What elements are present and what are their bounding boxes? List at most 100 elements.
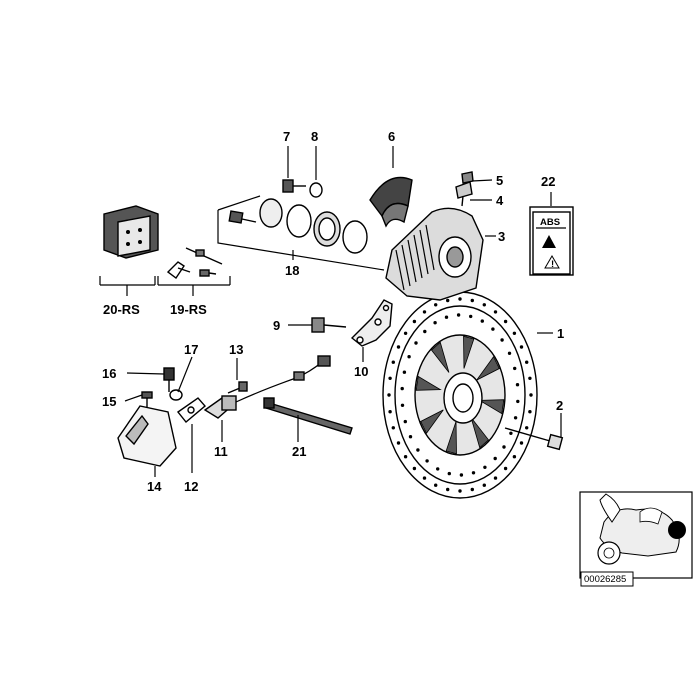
disc-hole <box>500 338 504 342</box>
disc-hole <box>493 476 498 480</box>
abs-sensor <box>203 355 331 419</box>
disc-hole <box>403 419 407 424</box>
label-14: 14 <box>147 479 162 494</box>
disc-hole <box>529 393 533 397</box>
cover-screw <box>141 391 153 408</box>
disc-hole <box>434 303 438 307</box>
label-5: 5 <box>496 173 503 188</box>
disc-hole <box>388 410 392 414</box>
disc-hole <box>387 393 391 397</box>
label-13: 13 <box>229 342 243 357</box>
wiring-connectors <box>166 247 223 280</box>
label-10: 10 <box>354 364 368 379</box>
caliper-fin <box>395 249 405 291</box>
disc-hole <box>528 376 532 380</box>
disc-spoke <box>445 421 457 455</box>
disc-hole <box>458 297 462 301</box>
disc-hole <box>483 465 487 469</box>
abs-sticker: ABS ! <box>529 206 574 276</box>
disc-hole <box>493 456 497 461</box>
disc-hole <box>482 483 486 487</box>
label-2: 2 <box>556 398 563 413</box>
disc-hole <box>403 331 408 335</box>
brake-disc <box>382 291 538 499</box>
caliper-pads <box>369 176 413 228</box>
caliper-fin <box>419 229 429 275</box>
pad-set <box>103 205 159 259</box>
disc-hole <box>416 448 420 452</box>
disc-hole <box>446 487 450 492</box>
disc-hole <box>459 473 464 477</box>
disc-hole <box>471 471 476 475</box>
caliper-fins <box>395 224 435 291</box>
disc-bolt <box>504 427 564 451</box>
disc-hole <box>396 441 401 445</box>
caliper-screw <box>282 179 306 193</box>
disc-hole <box>423 329 427 334</box>
label-18: 18 <box>285 263 299 278</box>
brake-caliper <box>385 207 484 301</box>
disc-hole <box>388 376 392 380</box>
disc-hole <box>400 386 404 391</box>
disc-hole <box>502 445 506 449</box>
label-1: 1 <box>557 326 564 341</box>
disc-hole <box>493 310 498 314</box>
label-12: 12 <box>184 479 198 494</box>
disc-hole <box>403 455 408 459</box>
disc-hole <box>470 487 474 492</box>
seal-kit <box>228 198 368 254</box>
caliper-fin <box>407 239 417 283</box>
washer <box>309 182 323 198</box>
disc-hole <box>482 303 486 307</box>
disc-hole <box>519 441 524 445</box>
disc-hole <box>414 341 418 345</box>
disc-hole <box>436 467 440 471</box>
disc-hole <box>400 403 405 407</box>
disc-spoke <box>463 335 475 369</box>
disc-spoke <box>430 341 450 373</box>
disc-holes <box>387 297 533 493</box>
disc-hole <box>516 399 520 404</box>
disc-hole <box>433 321 437 325</box>
label-11: 11 <box>214 444 228 459</box>
svg-text:!: ! <box>551 259 554 270</box>
callout-labels: 1 2 3 4 5 6 7 8 9 10 11 12 13 14 15 16 1… <box>102 129 564 494</box>
sensor-bracket <box>350 299 393 347</box>
label-21: 21 <box>292 444 306 459</box>
label-8: 8 <box>311 129 318 144</box>
disc-hole <box>515 383 520 387</box>
disc-hole <box>525 360 529 364</box>
disc-hole <box>422 310 427 314</box>
cover-bolt <box>163 367 175 392</box>
disc-hole <box>528 410 532 414</box>
label-19-rs: 19-RS <box>170 302 207 317</box>
disc-hole <box>491 327 495 331</box>
label-17: 17 <box>184 342 198 357</box>
disc-hole <box>469 314 473 319</box>
disc-spoke <box>415 375 442 391</box>
label-22: 22 <box>541 174 555 189</box>
label-4: 4 <box>496 193 504 208</box>
disc-spoke <box>476 355 500 381</box>
abs-sticker-text: ABS <box>540 217 560 228</box>
disc-hole <box>512 331 517 335</box>
motorcycle-thumbnail: 00026285 <box>579 491 693 587</box>
disc-spokes <box>415 335 505 455</box>
disc-hole <box>402 370 407 374</box>
sensor-cover <box>117 405 177 467</box>
thumbnail-code: 00026285 <box>584 574 626 585</box>
disc-hole <box>391 360 395 364</box>
label-6: 6 <box>388 129 395 144</box>
disc-hole <box>412 466 417 471</box>
label-20-rs: 20-RS <box>103 302 140 317</box>
disc-hole <box>408 435 413 439</box>
disc-hole <box>444 315 449 319</box>
disc-hole <box>513 416 518 420</box>
label-16: 16 <box>102 366 116 381</box>
disc-hole <box>456 313 461 317</box>
disc-hole <box>513 366 517 371</box>
bracket-bolt <box>311 317 347 333</box>
bleed-valve <box>455 171 474 207</box>
disc-hole <box>447 471 451 476</box>
